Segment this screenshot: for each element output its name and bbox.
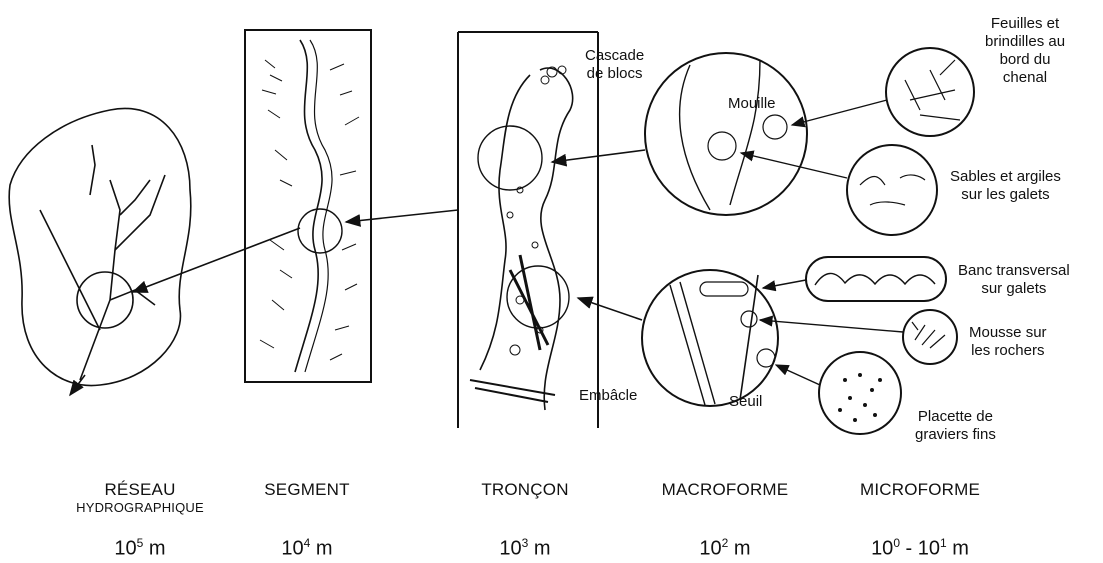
microforme-banc-pill: [806, 257, 946, 301]
microforme-feuilles-circle: [886, 48, 974, 136]
level-segment: Segment: [222, 480, 392, 500]
level-troncon: Tronçon: [440, 480, 610, 500]
arrow-placette: [776, 365, 820, 385]
microforme-mousse-circle: [903, 310, 957, 364]
troncon-sketch: [458, 32, 598, 428]
scale-segment: 104 m: [222, 536, 392, 561]
macroforme-seuil-circle: [642, 270, 778, 406]
scale-microforme: 100 - 101 m: [835, 536, 1005, 561]
level-macroforme: Macroforme: [640, 480, 810, 500]
label-mouille: Mouille: [728, 95, 776, 113]
microforme-placette-circle: [819, 352, 901, 434]
macroforme-mouille-circle: [645, 53, 807, 215]
arrow-mousse: [760, 320, 903, 332]
label-embacle: Embâcle: [579, 387, 637, 405]
microforme-sables-circle: [847, 145, 937, 235]
level-microforme: Microforme: [835, 480, 1005, 500]
scale-reseau: 105 m: [55, 536, 225, 561]
catchment-sketch: [9, 108, 191, 385]
segment-sketch: [245, 30, 371, 382]
scale-macroforme: 102 m: [640, 536, 810, 561]
arrow-segment-to-catchment: [133, 228, 300, 292]
arrow-banc: [763, 280, 806, 288]
arrow-seuil-to-troncon: [578, 298, 642, 320]
arrow-feuilles: [792, 100, 887, 125]
level-reseau: Réseauhydrographique: [55, 480, 225, 515]
scale-troncon: 103 m: [440, 536, 610, 561]
arrow-troncon-to-segment: [346, 210, 458, 222]
arrow-sables: [741, 153, 847, 178]
label-seuil: Seuil: [729, 393, 762, 411]
